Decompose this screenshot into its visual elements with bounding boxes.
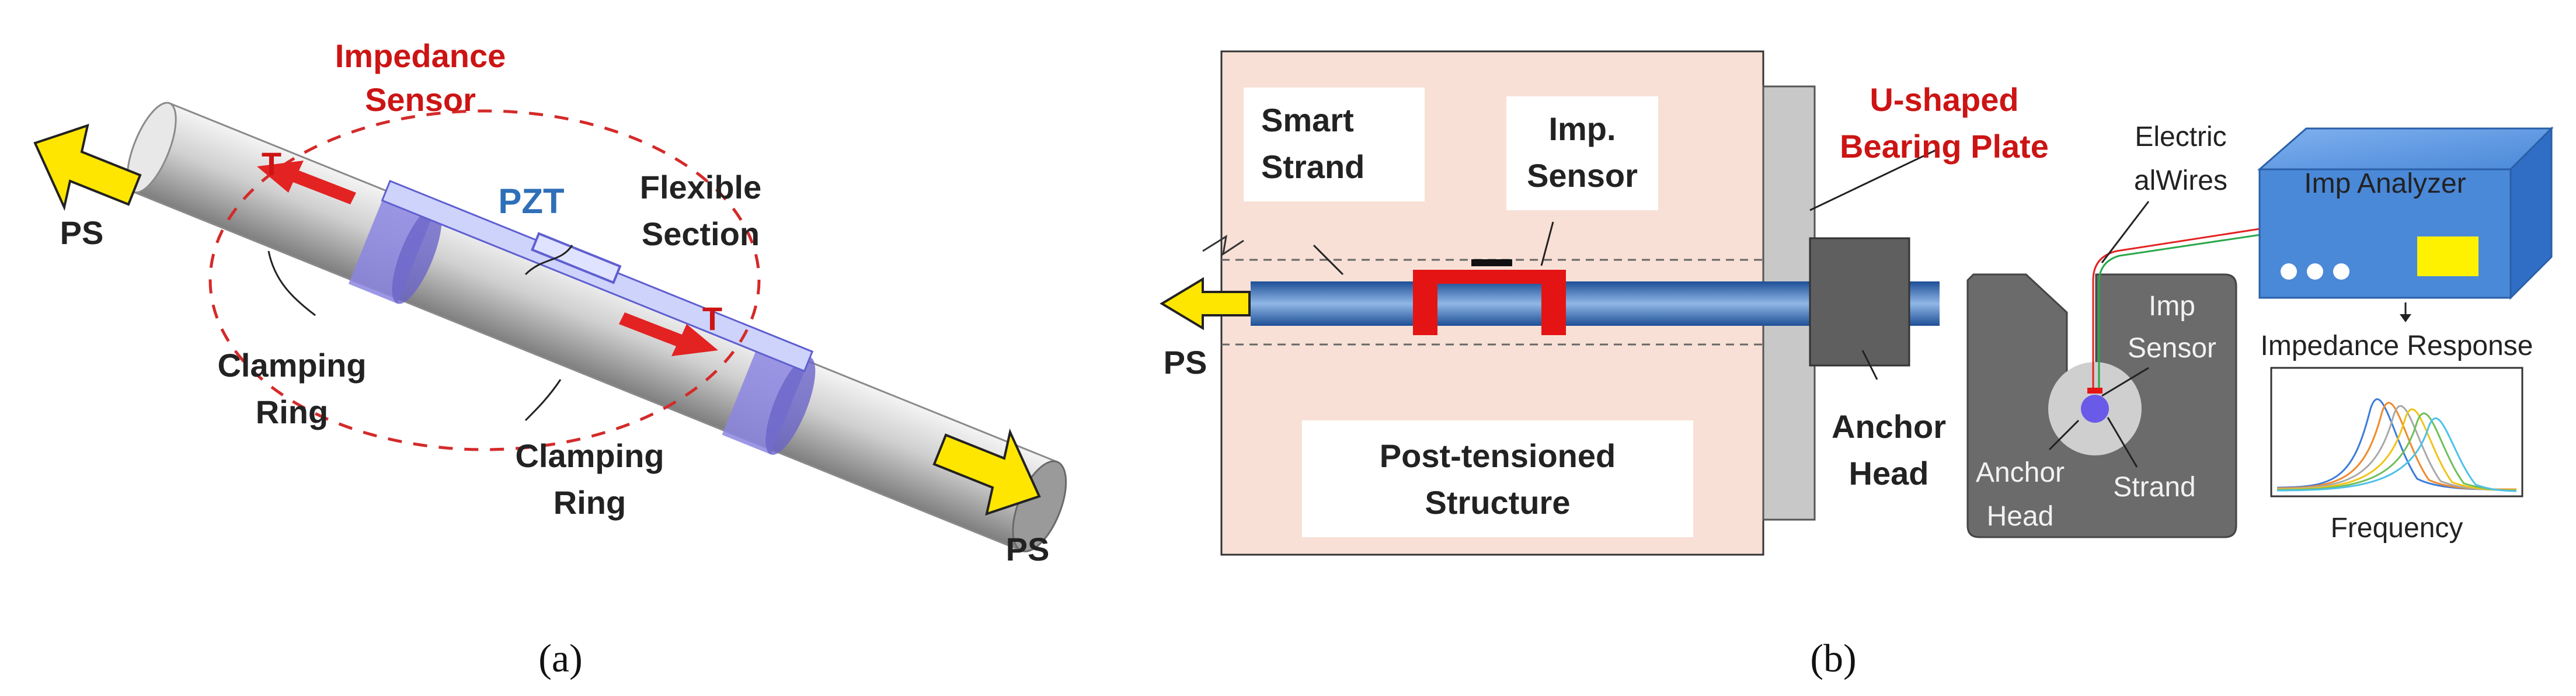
pipe <box>126 102 1067 552</box>
t-left-label: T <box>262 145 281 182</box>
imp-label: Imp. <box>1548 110 1616 147</box>
anchor-small-label: Anchor <box>1976 457 2065 488</box>
caption-b: (b) <box>1810 636 1856 680</box>
impedance-sensor-boundary <box>208 109 761 451</box>
imp-analyzer-label: Imp Analyzer <box>2304 168 2466 199</box>
strand-small-label: Strand <box>2113 472 2195 503</box>
t-arrow-right <box>619 312 718 356</box>
u-shaped-label: U-shaped <box>1870 81 2018 118</box>
anchor-label: Anchor <box>1832 408 1946 445</box>
t-right-label: T <box>702 300 722 337</box>
t-arrow-left <box>257 161 356 204</box>
impedance-response-label: Impedance Response <box>2261 330 2533 361</box>
strand-circle <box>2081 395 2109 423</box>
imp-sensor-clamp <box>1413 259 1566 335</box>
frequency-label: Frequency <box>2331 513 2463 544</box>
anchor-head <box>1809 237 1910 367</box>
imp-analyzer <box>2257 126 2554 300</box>
ps-arrow-b <box>1160 277 1251 330</box>
electric-wires <box>2092 228 2260 388</box>
structure-label: Structure <box>1425 484 1571 521</box>
ps-b-label: PS <box>1164 344 1207 381</box>
clamping-left-label: Clamping <box>217 347 366 384</box>
ps-left-label: PS <box>60 214 104 251</box>
panel-a: Impedance Sensor PZT Flexible Section T … <box>33 37 1067 680</box>
head-small-label: Head <box>1987 501 2054 532</box>
ps-arrow-right <box>932 428 1041 516</box>
al-wires-label: alWires <box>2134 165 2227 196</box>
ps-arrow-left <box>33 123 142 211</box>
strand-label: Strand <box>1261 148 1364 185</box>
flexible-label: Flexible <box>640 169 762 206</box>
electric-label: Electric <box>2135 121 2226 152</box>
smart-label: Smart <box>1261 102 1354 138</box>
section-label: Section <box>642 215 760 252</box>
response-plot-frame <box>2270 367 2523 497</box>
clamping-right-label: Clamping <box>515 437 664 474</box>
post-tensioned-label: Post-tensioned <box>1380 437 1616 474</box>
imp-sensor-label: Sensor <box>1527 157 1638 194</box>
ring-right-label: Ring <box>554 484 626 521</box>
ps-right-label: PS <box>1006 531 1050 568</box>
ring-left-label: Ring <box>256 394 328 430</box>
pzt-label: PZT <box>498 182 564 221</box>
bearing-plate-label: Bearing Plate <box>1840 128 2049 165</box>
response-curves <box>2276 398 2517 492</box>
impedance-label: Impedance <box>335 37 506 74</box>
clamping-ring-left-shape <box>348 186 442 304</box>
head-label: Head <box>1849 455 1929 492</box>
pzt-patch <box>531 232 622 284</box>
caption-a: (a) <box>538 636 582 680</box>
clamping-ring-right-shape <box>722 337 816 455</box>
imp-small-label: Imp <box>2149 291 2195 322</box>
panel-b: Smart Strand Imp. Sensor Post-tensioned … <box>1160 50 2554 680</box>
sensor-label: Sensor <box>365 81 476 118</box>
imp-sensor-small-label: Sensor <box>2128 333 2216 364</box>
